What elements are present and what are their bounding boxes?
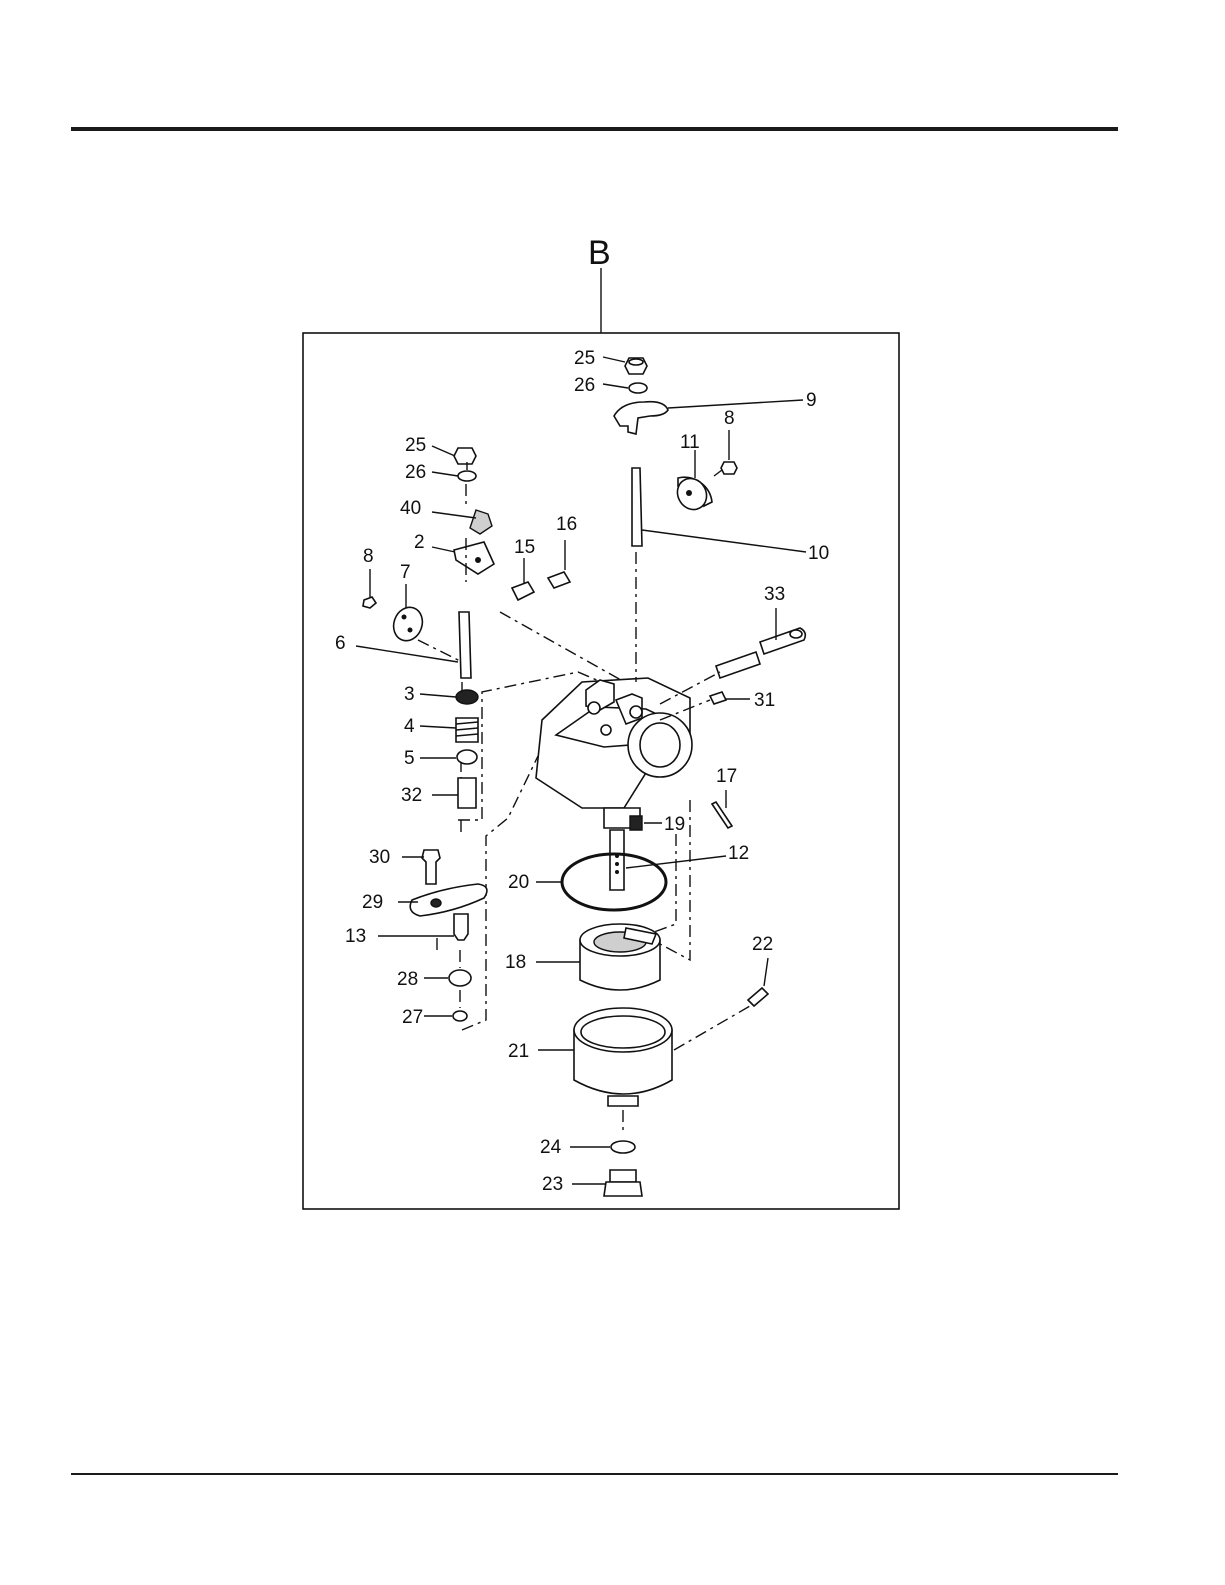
part-30-screw <box>422 850 440 884</box>
callout-16: 16 <box>556 514 577 535</box>
carburetor-body <box>536 678 692 830</box>
part-21-bowl <box>574 1008 672 1106</box>
callout-5: 5 <box>404 748 415 769</box>
callout-17: 17 <box>716 766 737 787</box>
callout-12: 12 <box>728 843 749 864</box>
section-letter: B <box>588 234 611 272</box>
bolt-axis-line <box>674 1006 750 1050</box>
part-26a-washer <box>629 383 647 393</box>
callout-30: 30 <box>369 847 390 868</box>
callout-26: 26 <box>574 375 595 396</box>
callout-9: 9 <box>806 390 817 411</box>
callout-27: 27 <box>402 1007 423 1028</box>
callout-20: 20 <box>508 872 529 893</box>
part-27-o-ring <box>453 1011 467 1021</box>
part-4-spring <box>456 718 478 742</box>
part-18-float <box>580 924 660 990</box>
callout-24: 24 <box>540 1137 562 1158</box>
callout-21: 21 <box>508 1041 529 1062</box>
part-5-washer <box>457 750 477 764</box>
callout-32: 32 <box>401 785 422 806</box>
callout-29: 29 <box>362 892 383 913</box>
callout-28: 28 <box>397 969 418 990</box>
callout-6: 6 <box>335 633 346 654</box>
part-7-plate <box>389 603 427 645</box>
callout-26-left: 26 <box>405 462 426 483</box>
callout-8: 8 <box>724 408 735 429</box>
part-8b-screw <box>363 597 376 608</box>
part-16-screw <box>548 572 570 588</box>
part-15-spring <box>512 582 534 600</box>
part-6-shaft <box>459 612 471 678</box>
part-8a-screw <box>714 462 737 476</box>
callout-19: 19 <box>664 814 685 835</box>
part-31-screw <box>710 692 726 704</box>
callout-22: 22 <box>752 934 773 955</box>
callout-2: 2 <box>414 532 425 553</box>
part-33-tube <box>716 628 805 678</box>
idle-axis-line <box>500 612 628 684</box>
part-10-shaft <box>632 468 642 546</box>
callout-33: 33 <box>764 584 785 605</box>
callout-25: 25 <box>574 348 595 369</box>
part-2-lever <box>454 542 494 574</box>
callout-25-left: 25 <box>405 435 426 456</box>
part-23-drain-bolt <box>604 1170 642 1196</box>
callout-7: 7 <box>400 562 411 583</box>
part-13-pilot-screw <box>454 914 468 940</box>
part-25a-nut <box>625 358 647 374</box>
part-12-emulsion-tube <box>610 830 624 890</box>
callout-13: 13 <box>345 926 366 947</box>
callout-15: 15 <box>514 537 535 558</box>
part-25b-nut <box>454 448 476 464</box>
part-22-bolt <box>748 988 768 1006</box>
callout-4: 4 <box>404 716 415 737</box>
callout-10: 10 <box>808 543 829 564</box>
part-9-lever <box>614 402 668 434</box>
callout-3: 3 <box>404 684 415 705</box>
callout-18: 18 <box>505 952 526 973</box>
callout-31: 31 <box>754 690 775 711</box>
part-40-bushing <box>470 510 492 534</box>
callout-8-left: 8 <box>363 546 374 567</box>
part-17-pin <box>712 802 732 828</box>
callout-40: 40 <box>400 498 421 519</box>
part-3-seal <box>456 690 478 704</box>
part-28-spring <box>449 970 471 986</box>
callout-23: 23 <box>542 1174 563 1195</box>
callout-11: 11 <box>680 432 700 453</box>
part-29-lever <box>410 884 487 916</box>
part-24-washer <box>611 1141 635 1153</box>
part-26b-washer <box>458 471 476 481</box>
part-32-sleeve <box>458 778 476 808</box>
